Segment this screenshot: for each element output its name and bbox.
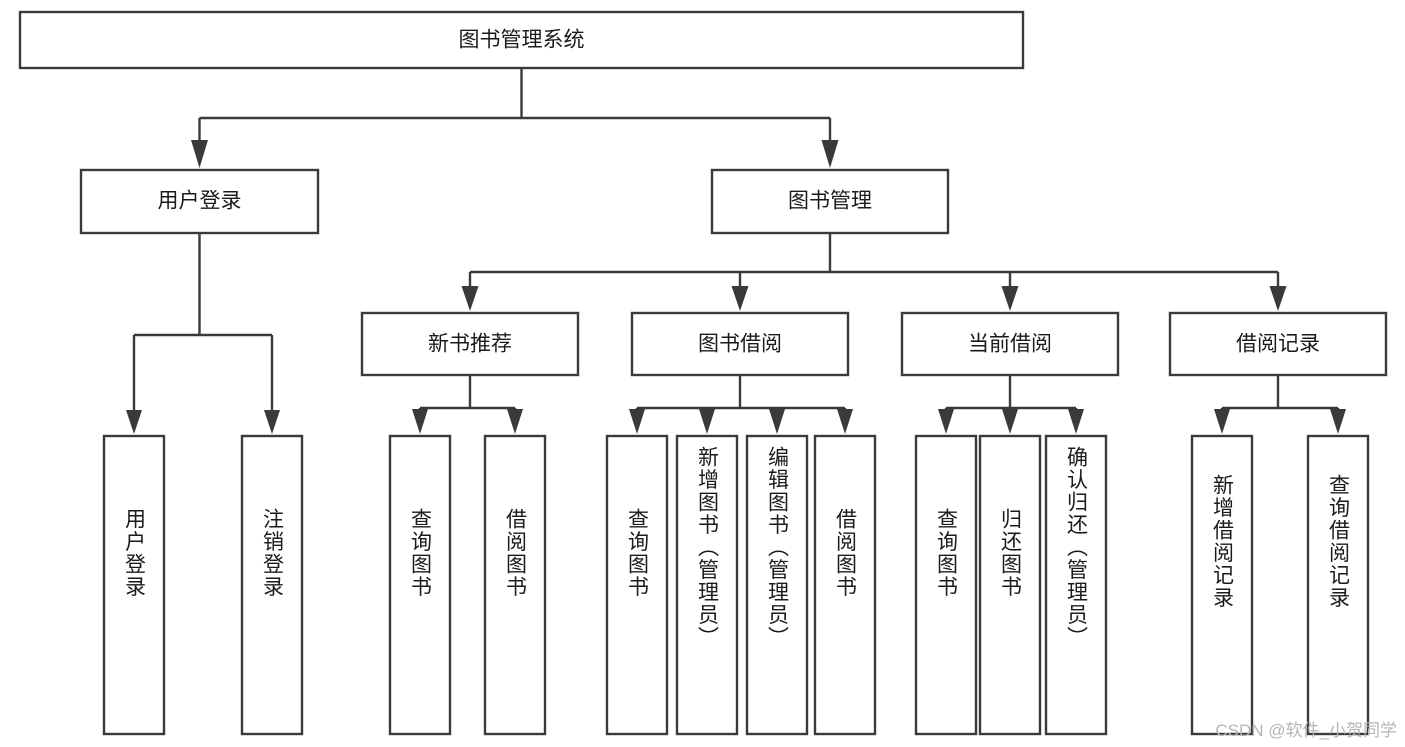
borrow-record-box[interactable] — [1168, 311, 1388, 377]
arrow-to-book-manage — [821, 140, 839, 168]
leaf-boxes-user-login — [102, 434, 304, 736]
connector-group-book-manage-to-level2 — [461, 233, 1287, 311]
leaf-box-user-login[interactable] — [102, 434, 166, 736]
user-login-box[interactable] — [79, 168, 320, 235]
node-book-manage[interactable]: 图书管理 — [710, 168, 950, 235]
arrow-to-leaf-cb-3 — [1068, 409, 1084, 434]
arrow-to-leaf-br-1 — [1214, 409, 1230, 434]
node-borrow-record[interactable]: 借阅记录 — [1168, 311, 1388, 377]
book-manage-box[interactable] — [710, 168, 950, 235]
new-book-recommend-box[interactable] — [360, 311, 580, 377]
arrow-to-book-borrow — [731, 286, 749, 311]
connector-group-user-login-leaves — [126, 233, 280, 434]
leaf-box-logout[interactable] — [240, 434, 304, 736]
leaf-box-bb-borrow-book[interactable] — [813, 434, 877, 736]
book-borrow-label: 图书借阅 — [698, 333, 782, 356]
arrow-to-leaf-bb-4 — [837, 409, 853, 434]
connector-group-borrow-record-leaves — [1214, 375, 1346, 434]
leaf-boxes-current-borrow — [914, 434, 1108, 736]
arrow-to-new-book — [461, 286, 479, 311]
arrow-to-leaf-cb-1 — [938, 409, 954, 434]
arrow-to-user-login — [191, 140, 208, 168]
node-root-system[interactable]: 图书管理系统 — [18, 10, 1025, 70]
node-new-book-recommend[interactable]: 新书推荐 — [360, 311, 580, 377]
leaf-boxes-book-borrow — [605, 434, 877, 736]
leaf-box-bb-edit-book[interactable] — [745, 434, 809, 736]
connector-group-book-borrow-leaves — [629, 375, 853, 434]
book-borrow-box[interactable] — [630, 311, 850, 377]
root-label: 图书管理系统 — [459, 29, 585, 52]
arrow-to-leaf-br-2 — [1330, 409, 1346, 434]
connector-group-root-to-level1 — [191, 68, 839, 168]
current-borrow-box[interactable] — [900, 311, 1120, 377]
leaf-box-nb-borrow-book[interactable] — [483, 434, 547, 736]
book-manage-label: 图书管理 — [788, 190, 872, 213]
connector-group-new-book-leaves — [412, 375, 523, 434]
arrow-to-borrow-record — [1269, 286, 1287, 311]
arrow-to-current-borrow — [1001, 286, 1019, 311]
leaf-box-cb-query-book[interactable] — [914, 434, 978, 736]
arrow-to-leaf-nb-2 — [507, 409, 523, 434]
leaf-box-cb-confirm-return[interactable] — [1044, 434, 1108, 736]
node-user-login[interactable]: 用户登录 — [79, 168, 320, 235]
arrow-to-leaf-bb-3 — [769, 409, 785, 434]
arrow-to-leaf-nb-1 — [412, 409, 428, 434]
leaf-box-bb-add-book[interactable] — [675, 434, 739, 736]
leaf-box-bb-query-book[interactable] — [605, 434, 669, 736]
arrow-to-leaf-cb-2 — [1002, 409, 1018, 434]
arrow-to-leaf-logout — [264, 410, 280, 434]
leaf-box-cb-return-book[interactable] — [978, 434, 1042, 736]
arrow-to-leaf-user-login — [126, 410, 142, 434]
leaf-box-br-query-record[interactable] — [1306, 434, 1370, 736]
root-box[interactable] — [18, 10, 1025, 70]
connector-group-current-borrow-leaves — [938, 375, 1084, 434]
user-login-label: 用户登录 — [158, 190, 242, 213]
leaf-box-br-add-record[interactable] — [1190, 434, 1254, 736]
node-current-borrow[interactable]: 当前借阅 — [900, 311, 1120, 377]
current-borrow-label: 当前借阅 — [968, 333, 1052, 356]
node-book-borrow[interactable]: 图书借阅 — [630, 311, 850, 377]
leaf-boxes-borrow-record — [1190, 434, 1370, 736]
borrow-record-label: 借阅记录 — [1236, 333, 1320, 356]
leaf-box-nb-query-book[interactable] — [388, 434, 452, 736]
arrow-to-leaf-bb-1 — [629, 409, 645, 434]
leaf-boxes-new-book-recommend — [388, 434, 547, 736]
arrow-to-leaf-bb-2 — [699, 409, 715, 434]
new-book-recommend-label: 新书推荐 — [428, 333, 512, 356]
